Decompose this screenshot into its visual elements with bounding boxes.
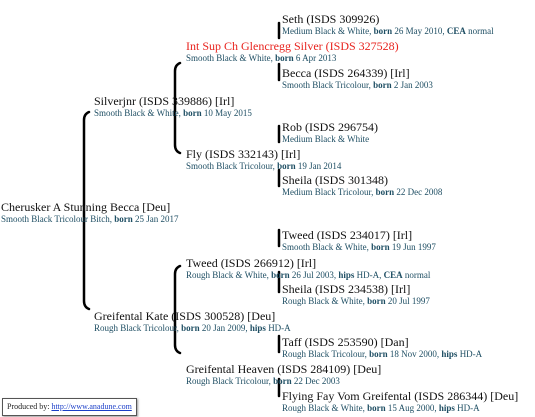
dam-sire-description: Rough Black & White, born 26 Jul 2003, h… [186,270,431,280]
sire-node: Silverjnr (ISDS 339886) [Irl] Smooth Bla… [94,95,252,119]
anadune-link[interactable]: http://www.anadune.com [51,402,132,411]
sire-sire-sire-description: Medium Black & White, born 26 May 2010, … [282,26,494,36]
dam-dam-dam-description: Rough Black & White, born 15 Aug 2000, h… [282,403,480,413]
dam-sire-dam-description: Rough Black & White, born 20 Jul 1997 [282,296,430,306]
sire-sire-dam-node: Becca (ISDS 264339) [Irl] Smooth Black T… [282,67,433,91]
sire-dam-sire-node: Rob (ISDS 296754) Medium Black & White [282,121,378,145]
bracket-sire [173,61,182,155]
dam-sire-dam-node: Sheila (ISDS 234538) [Irl] Rough Black &… [282,283,430,307]
dam-dam-node: Greifental Heaven (ISDS 284109) [Deu] Ro… [186,363,381,387]
sire-dam-node: Fly (ISDS 332143) [Irl] Smooth Black Tri… [186,148,341,172]
produced-by-footer: Produced by: http://www.anadune.com [2,398,137,416]
sire-dam-sire-description: Medium Black & White [282,134,370,144]
dog-name: Cherusker A Stunning Becca [Deu] [1,200,171,214]
sire-sire-node: Int Sup Ch Glencregg Silver (ISDS 327528… [186,40,399,64]
sire-dam-sire-name: Rob (ISDS 296754) [282,120,379,134]
dam-dam-sire-node: Taff (ISDS 253590) [Dan] Rough Black Tri… [282,336,482,360]
sire-dam-dam-description: Medium Black Tricolour, born 22 Dec 2008 [282,187,443,197]
sire-sire-name: Int Sup Ch Glencregg Silver (ISDS 327528… [186,39,399,53]
sire-description: Smooth Black & White, born 10 May 2015 [94,108,252,118]
sire-dam-dam-node: Sheila (ISDS 301348) Medium Black Tricol… [282,174,442,198]
dam-sire-name: Tweed (ISDS 266912) [Irl] [186,256,317,270]
dam-dam-sire-name: Taff (ISDS 253590) [Dan] [282,335,409,349]
footer-label: Produced by: [7,402,50,411]
dam-dam-dam-node: Flying Fay Vom Greifental (ISDS 286344) … [282,390,518,414]
sire-dam-name: Fly (ISDS 332143) [Irl] [186,147,301,161]
dam-sire-sire-description: Smooth Black & White, born 19 Jun 1997 [282,242,436,252]
bracket-dam [173,264,182,355]
sire-sire-dam-description: Smooth Black Tricolour, born 2 Jan 2003 [282,80,433,90]
dam-sire-dam-name: Sheila (ISDS 234538) [Irl] [282,282,411,296]
sire-sire-sire-name: Seth (ISDS 309926) [282,12,380,26]
bracket-dog [82,110,91,311]
sire-name: Silverjnr (ISDS 339886) [Irl] [94,94,235,108]
dam-dam-name: Greifental Heaven (ISDS 284109) [Deu] [186,362,382,376]
dam-description: Rough Black Tricolour, born 20 Jan 2009,… [94,323,291,333]
dam-name: Greifental Kate (ISDS 300528) [Deu] [94,309,276,323]
dam-dam-dam-name: Flying Fay Vom Greifental (ISDS 286344) … [282,389,519,403]
dam-sire-node: Tweed (ISDS 266912) [Irl] Rough Black & … [186,257,430,281]
sire-dam-dam-name: Sheila (ISDS 301348) [282,173,388,187]
dog-description: Smooth Black Tricolour Bitch, born 25 Ja… [1,214,179,224]
dam-dam-description: Rough Black Tricolour, born 22 Dec 2003 [186,376,340,386]
dog-node: Cherusker A Stunning Becca [Deu] Smooth … [1,201,179,225]
sire-dam-description: Smooth Black Tricolour, born 19 Jan 2014 [186,161,342,171]
dam-sire-sire-node: Tweed (ISDS 234017) [Irl] Smooth Black &… [282,229,436,253]
dam-dam-sire-description: Rough Black Tricolour, born 18 Nov 2000,… [282,349,483,359]
dam-sire-sire-name: Tweed (ISDS 234017) [Irl] [282,228,413,242]
sire-sire-description: Smooth Black & White, born 6 Apr 2013 [186,53,337,63]
dam-node: Greifental Kate (ISDS 300528) [Deu] Roug… [94,310,291,334]
sire-sire-dam-name: Becca (ISDS 264339) [Irl] [282,66,410,80]
sire-sire-sire-node: Seth (ISDS 309926) Medium Black & White,… [282,13,494,37]
